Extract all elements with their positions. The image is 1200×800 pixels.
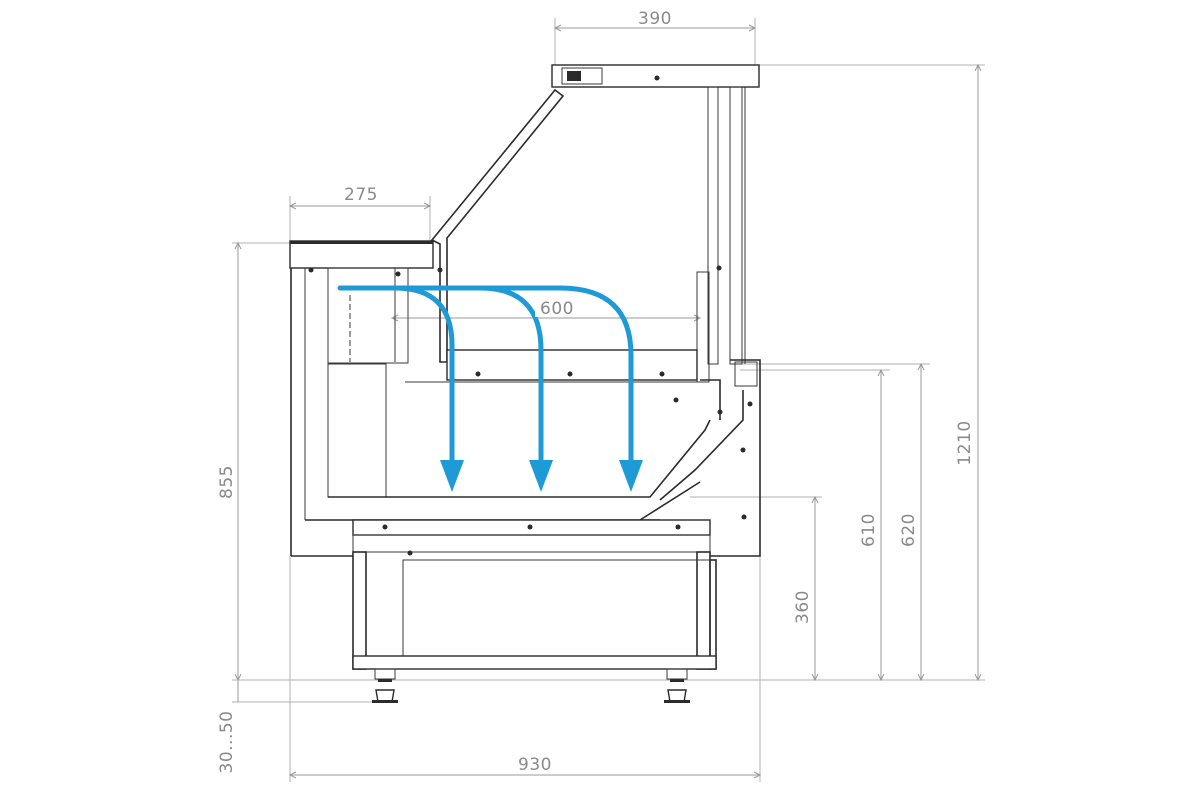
dim-label-shelf-depth: 275	[344, 185, 378, 205]
airflow-arrows	[337, 285, 643, 492]
dim-label-rear-height: 855	[217, 465, 237, 499]
dim-label-working-height-front: 610	[859, 513, 879, 547]
airflow-arrow-3	[477, 285, 634, 465]
dimension-lines	[234, 24, 982, 779]
dim-label-overall-depth: 930	[518, 755, 552, 775]
dim-label-overall-height: 1210	[955, 420, 975, 465]
display-case-body	[289, 64, 761, 557]
dim-label-working-height-back: 620	[899, 513, 919, 547]
rear-shelf	[289, 240, 434, 269]
airflow-arrowhead-3	[619, 460, 643, 492]
airflow-arrowhead-2	[529, 460, 553, 492]
airflow-arrow-1	[337, 285, 455, 465]
front-glass	[430, 88, 565, 363]
dim-label-leg-adjust: 30...50	[217, 711, 237, 774]
dim-label-top-depth: 390	[638, 9, 672, 29]
base-stand	[352, 519, 717, 703]
dim-label-inner-width: 600	[540, 299, 574, 319]
airflow-arrowhead-1	[440, 460, 464, 492]
dim-label-base-height: 360	[793, 590, 813, 624]
dimension-labels: 390 275 600 930 855 30...50 1210 620 610…	[217, 9, 975, 775]
extension-lines	[232, 18, 985, 782]
